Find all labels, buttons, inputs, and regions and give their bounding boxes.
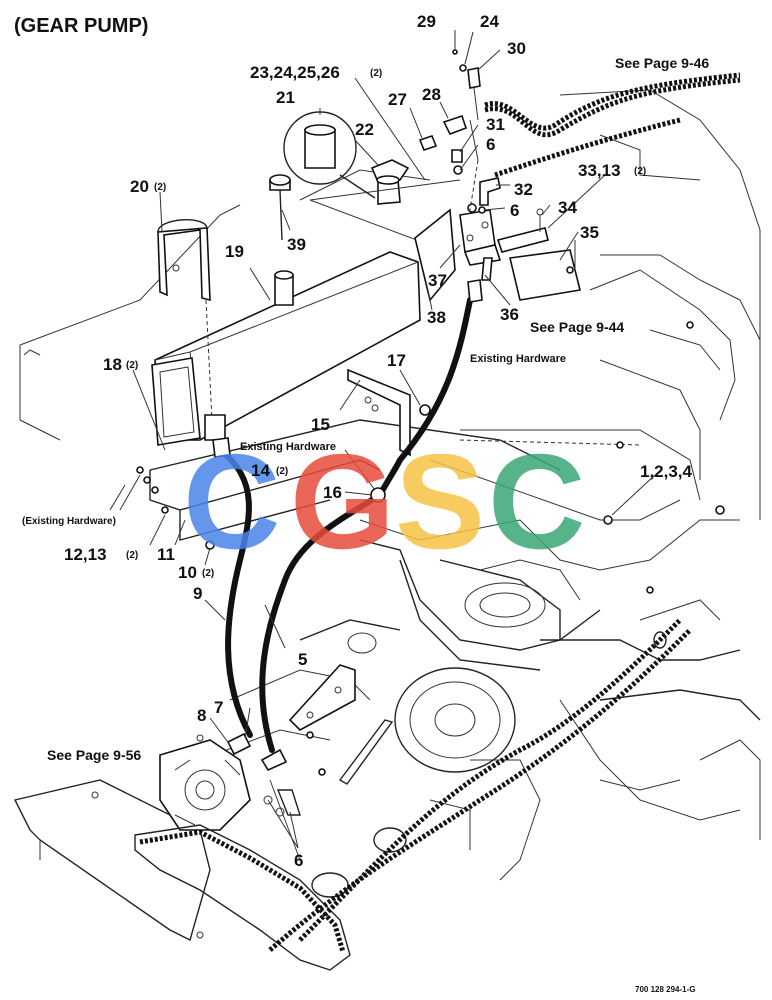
callout-24: 24 [480, 12, 499, 31]
callout-11: 11 [157, 545, 175, 564]
callout-12-13-qty: (2) [126, 550, 138, 561]
callout-20-qty: (2) [154, 182, 166, 193]
callout-27: 27 [388, 90, 407, 109]
note-existing-hardware-center: Existing Hardware [240, 441, 336, 453]
callout-33-13: 33,13 [578, 161, 621, 180]
callout-18-qty: (2) [126, 360, 138, 371]
callout-30: 30 [507, 39, 526, 58]
callout-33-13-qty: (2) [634, 166, 646, 177]
callout-14: 14 [251, 461, 270, 480]
callout-21: 21 [276, 88, 295, 107]
callout-5: 5 [298, 650, 307, 669]
callout-6-mid: 6 [510, 201, 519, 220]
watermark-letter-c1: C [183, 426, 281, 577]
mounting-bracket [496, 208, 581, 301]
hoses [212, 72, 741, 952]
callout-10: 10 [178, 563, 197, 582]
callout-39: 39 [287, 235, 306, 254]
ref-page-9-44: See Page 9-44 [530, 319, 624, 335]
note-existing-hardware-right: Existing Hardware [470, 353, 566, 365]
ref-page-9-56: See Page 9-56 [47, 747, 141, 763]
note-existing-hardware-left: (Existing Hardware) [22, 516, 116, 527]
control-valve [414, 49, 502, 302]
callout-29: 29 [417, 12, 436, 31]
watermark-letter-g: G [290, 426, 395, 577]
tank-strap [157, 219, 226, 441]
callout-19: 19 [225, 242, 244, 261]
callout-1-4: 1,2,3,4 [640, 462, 693, 481]
callout-23-26: 23,24,25,26 [250, 63, 340, 82]
support-bracket [347, 368, 431, 457]
callout-22: 22 [355, 120, 374, 139]
callout-34: 34 [558, 198, 577, 217]
callout-8: 8 [197, 706, 206, 725]
ref-page-9-46: See Page 9-46 [615, 55, 709, 71]
callout-14-qty: (2) [276, 466, 288, 477]
watermark-logo: C G S C [183, 426, 586, 577]
drawing-number: 700 128 294-1-G [635, 985, 696, 994]
callout-37: 37 [428, 271, 447, 290]
callout-28: 28 [422, 85, 441, 104]
hardware [136, 266, 725, 776]
gear-pump-assembly [13, 732, 407, 971]
callout-6-lower: 6 [294, 851, 303, 870]
callout-7: 7 [214, 698, 223, 717]
callout-16: 16 [323, 483, 342, 502]
callout-18: 18 [103, 355, 122, 374]
callout-31: 31 [486, 115, 505, 134]
leader-lines [109, 30, 656, 849]
callout-17: 17 [387, 351, 406, 370]
callout-9: 9 [193, 584, 202, 603]
diagram-title: (GEAR PUMP) [14, 15, 148, 37]
callout-32: 32 [514, 180, 533, 199]
callout-20: 20 [130, 177, 149, 196]
callout-36: 36 [500, 305, 519, 324]
filter-assembly [283, 111, 461, 246]
watermark-letter-c2: C [488, 426, 586, 577]
watermark-letter-s: S [395, 426, 485, 577]
callout-38: 38 [427, 308, 446, 327]
callout-35: 35 [580, 223, 599, 242]
callout-12-13: 12,13 [64, 545, 107, 564]
callout-15: 15 [311, 415, 330, 434]
callout-10-qty: (2) [202, 568, 214, 579]
callouts: 29 24 30 23,24,25,26 (2) 21 22 27 28 31 … [64, 12, 693, 870]
callout-23-26-qty: (2) [370, 68, 382, 79]
hydraulic-tank [151, 251, 421, 446]
dipstick [269, 174, 291, 241]
callout-6-upper: 6 [486, 135, 495, 154]
